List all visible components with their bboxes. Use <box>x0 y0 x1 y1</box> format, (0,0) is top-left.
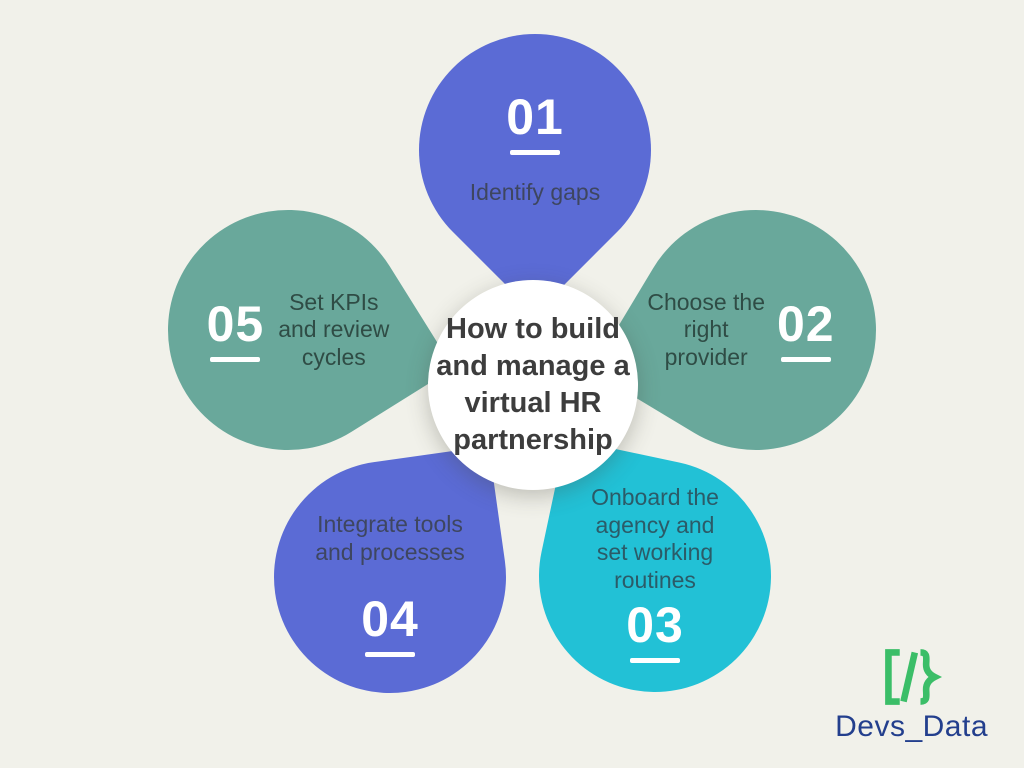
step-04-number-underline <box>365 652 415 658</box>
step-04-number-block: 04 <box>361 591 419 658</box>
code-brackets-icon <box>879 646 945 708</box>
step-05-number-block: 05 <box>207 299 265 362</box>
step-03-number-underline <box>630 658 680 664</box>
step-05-number-underline <box>210 356 261 362</box>
petal-05-content: 05 Set KPIs and review cycles <box>168 210 408 450</box>
step-01-number-underline <box>510 150 560 155</box>
devsdata-logo: Devs_Data <box>835 646 988 744</box>
petal-02-content: Choose the right provider 02 <box>636 210 876 450</box>
petal-02: Choose the right provider 02 <box>591 165 921 495</box>
step-01-number: 01 <box>506 89 564 145</box>
petal-01: 01 Identify gaps <box>370 0 700 315</box>
petal-03-content: Onboard the agency and set working routi… <box>539 460 771 692</box>
step-01-label: Identify gaps <box>469 179 601 205</box>
step-02-label: Choose the right provider <box>647 288 765 370</box>
step-02-number-block: 02 <box>777 299 835 362</box>
step-03-number: 03 <box>626 597 684 654</box>
step-05-number: 05 <box>206 295 265 352</box>
step-04-label: Integrate tools and processes <box>315 511 465 565</box>
logo-text: Devs_Data <box>835 710 988 743</box>
petal-04: Integrate tools and processes 04 <box>258 445 522 709</box>
step-03-label: Onboard the agency and set working routi… <box>591 484 719 593</box>
petal-01-content: 01 Identify gaps <box>419 34 651 266</box>
step-04-number: 04 <box>361 591 419 648</box>
petal-03: Onboard the agency and set working routi… <box>517 438 793 714</box>
step-01-number-block: 01 <box>506 92 564 155</box>
step-02-number-underline <box>780 356 831 362</box>
petal-04-content: Integrate tools and processes 04 <box>274 461 506 693</box>
step-03-number-block: 03 <box>626 597 684 664</box>
center-circle: How to build and manage a virtual HR par… <box>428 280 638 490</box>
step-02-number: 02 <box>777 295 835 352</box>
page-title: How to build and manage a virtual HR par… <box>436 313 630 456</box>
step-05-label: Set KPIs and review cycles <box>278 288 390 370</box>
petal-05: 05 Set KPIs and review cycles <box>122 164 454 496</box>
